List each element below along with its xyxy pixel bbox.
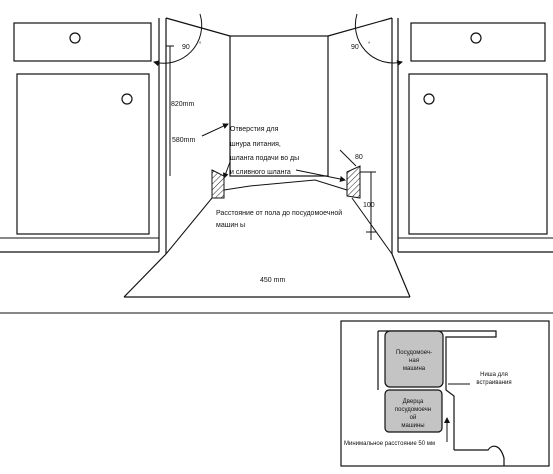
inset-niche-outline [378, 330, 497, 450]
left-top-knob-icon [69, 32, 81, 44]
inset-dishwasher-box [384, 330, 444, 388]
inset-door-line-1: Дверца [403, 399, 424, 405]
inset-door-swing [454, 445, 505, 466]
floor-back-right [351, 197, 393, 255]
holes-note-line-4: и сливного шланга [230, 169, 291, 176]
dim-100-label: 100 [363, 202, 375, 209]
inset-door-line-2: посудомоечн [395, 407, 431, 413]
right-lower-knob-icon [423, 93, 435, 105]
inset-door-line-4: машины [401, 423, 424, 429]
floor-back-left [165, 197, 213, 255]
back-floor-line [223, 179, 348, 191]
left-degree-symbol: ° [199, 42, 202, 48]
inset-frame [340, 320, 550, 467]
right-cabinet [397, 18, 553, 253]
holes-note-line-3: шланга подачи во ды [230, 155, 299, 162]
inset-dishwasher-line-1: Посудомоеч- [396, 350, 432, 356]
height-label: 820mm [171, 101, 195, 108]
inset-dishwasher-line-2: ная [409, 358, 419, 364]
floor-note-line-1: Расстояние от пола до посудомоечной [216, 209, 342, 217]
right-top-knob-icon [470, 32, 482, 44]
dim-80-arrow [339, 149, 357, 167]
left-hatched-opening [211, 169, 225, 199]
niche-back-wall [229, 35, 329, 177]
left-cabinet [0, 18, 160, 253]
depth-label: 580mm [172, 137, 196, 144]
floor-left-edge [123, 253, 167, 298]
holes-note-line-1: Отверстия для [230, 126, 279, 133]
niche-left-ceiling [165, 17, 231, 37]
inset-dishwasher-line-3: машина [403, 366, 426, 372]
left-lower-door [16, 73, 150, 235]
dim-80-label: 80 [355, 154, 363, 161]
floor-note-line-2: машин ы [216, 222, 245, 229]
left-angle-arc [153, 13, 203, 67]
inset-niche-line-2: встраивания [476, 380, 511, 386]
inset-door-box [384, 389, 443, 433]
floor-right-edge [391, 253, 411, 298]
inset-diagram [340, 320, 550, 467]
inset-door-line-3: ой [410, 414, 417, 421]
holes-leader-left [222, 161, 231, 179]
niche-right-ceiling [327, 17, 393, 37]
inset-niche-line-1: Ниша для [480, 372, 508, 378]
depth-arrow [201, 123, 229, 137]
right-angle-label: 90 [351, 44, 359, 51]
right-lower-door [408, 73, 548, 235]
inset-min-distance-label: Минимальное расстояние 50 мм [344, 441, 435, 447]
left-top-drawer [13, 22, 152, 62]
left-angle-label: 90 [182, 44, 190, 51]
right-hatched-opening [346, 165, 361, 199]
left-lower-knob-icon [121, 93, 133, 105]
right-top-drawer [410, 22, 546, 62]
holes-note-line-2: шнура питания, [230, 141, 281, 148]
width-label: 450 mm [260, 277, 285, 284]
holes-leader-right [295, 169, 346, 182]
right-degree-symbol: ° [368, 42, 371, 48]
niche [123, 17, 411, 298]
right-angle-arc [354, 13, 403, 67]
